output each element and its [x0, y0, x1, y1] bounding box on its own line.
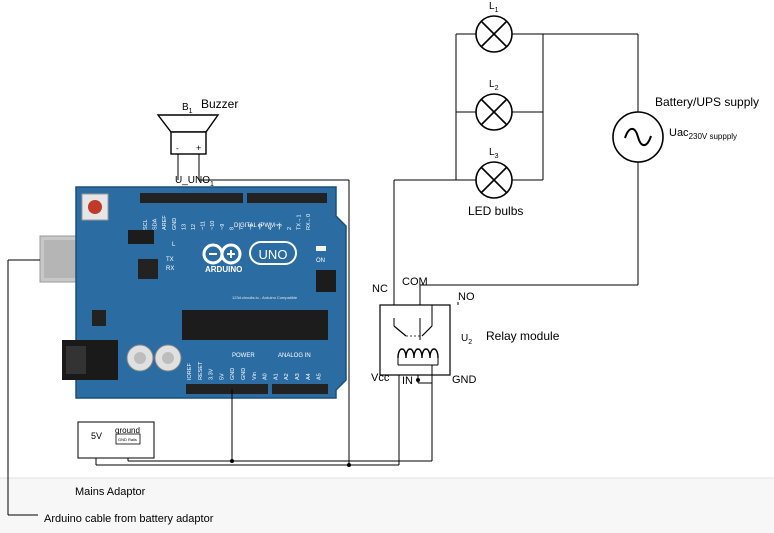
icsp-header-1 — [128, 230, 154, 244]
relay-nc: NC — [372, 283, 388, 295]
tx-led-label: TX — [166, 257, 174, 263]
top-pin-label-2: AREF — [162, 215, 168, 230]
arduino-ref: U_UNO1 — [175, 175, 214, 188]
power-wiring — [95, 365, 433, 466]
buzzer-symbol — [156, 114, 220, 180]
board-url: 123d.circuits.io - Arduino Compatible — [232, 295, 298, 300]
bottom-pin-label-1: RESET — [198, 361, 204, 380]
adaptor-caption: Mains Adaptor — [75, 486, 146, 498]
bottom-pin-label-0: IOREF — [187, 363, 193, 380]
bulb-l2-label: L2 — [489, 79, 499, 92]
signal-wiring — [199, 179, 350, 465]
bulb-l3 — [475, 161, 513, 199]
top-pin-label-14: ~3 — [277, 224, 283, 230]
uno-badge — [249, 241, 297, 265]
arduino-brand: ARDUINO — [205, 265, 242, 274]
buzzer-minus: - — [176, 144, 179, 153]
bottom-pin-label-2: 3.3V — [209, 368, 215, 380]
cable-caption: Arduino cable from battery adaptor — [44, 513, 214, 525]
top-pin-label-16: TX→1 — [297, 214, 303, 230]
l-led-label: L — [172, 242, 176, 248]
adaptor-5v: 5V — [91, 431, 102, 441]
bottom-pin-label-10: A3 — [295, 373, 301, 380]
bottom-pin-label-9: A2 — [284, 373, 290, 380]
bottom-pin-label-11: A4 — [306, 373, 312, 380]
bulb-l3-label: L3 — [489, 147, 499, 160]
top-pin-label-6: ~11 — [201, 221, 207, 230]
bottom-pin-label-3: 5V — [219, 373, 225, 380]
digital-header-label: DIGITAL (PWM~) — [234, 223, 281, 229]
atmega-chip — [182, 310, 328, 340]
power-header — [186, 384, 268, 394]
bottom-pin-label-4: GND — [230, 368, 236, 380]
supply-title: Battery/UPS supply — [655, 95, 759, 109]
relay-vcc: Vcc — [371, 372, 390, 384]
power-header-label: POWER — [232, 353, 255, 359]
top-pin-label-0: SCL — [143, 219, 149, 230]
arduino-model: UNO — [259, 247, 288, 262]
relay-gnd: GND — [452, 374, 477, 386]
cable-wiring — [7, 259, 40, 516]
adaptor-tiny-label: GND Rails — [118, 437, 137, 442]
bulb-l1 — [475, 15, 513, 53]
bottom-pin-label-5: GND — [241, 368, 247, 380]
bulb-l2 — [475, 93, 513, 131]
usb-chip — [138, 259, 158, 279]
top-pin-label-13: 4 — [268, 227, 274, 230]
adaptor-ground-terminal — [115, 433, 141, 445]
rx-led-label: RX — [166, 266, 174, 272]
digital-header-left — [140, 193, 243, 203]
top-pin-label-12: ~5 — [258, 224, 264, 230]
junction-gnd — [230, 459, 234, 463]
top-pin-label-9: 8 — [229, 227, 235, 230]
bottom-pin-label-8: A1 — [273, 373, 279, 380]
analog-header — [272, 384, 328, 394]
top-pin-label-1: SDA — [153, 218, 159, 230]
supply-uac: Uac230V suppply — [669, 127, 737, 141]
buzzer-plus: + — [196, 143, 201, 153]
buzzer-name: Buzzer — [201, 97, 238, 111]
top-pin-label-10: 7 — [239, 227, 245, 230]
bottom-pin-labels: IOREF RESET 3.3V 5V GND GND Vin A0 A1 A2 A3 A4 A5 — [187, 361, 323, 380]
arduino-logo — [202, 243, 242, 265]
bottom-pin-label-6: Vin — [252, 372, 258, 380]
led-bulbs-caption: LED bulbs — [468, 204, 523, 218]
relay-module — [379, 304, 451, 380]
relay-com: COM — [402, 276, 428, 288]
icsp-header-2 — [316, 270, 336, 292]
top-pin-label-3: GND — [172, 218, 178, 230]
bottom-strip — [0, 478, 774, 533]
analog-header-label: ANALOG IN — [278, 353, 311, 359]
on-label: ON — [316, 258, 325, 264]
relay-ref: U2 — [461, 333, 472, 346]
top-pin-label-17: RX←0 — [306, 214, 312, 230]
buzzer-ref: B1 — [182, 102, 193, 115]
arduino-board — [39, 186, 347, 399]
top-pin-label-4: 13 — [181, 224, 187, 230]
top-pin-label-8: ~9 — [220, 224, 226, 230]
adaptor-ground: ground — [115, 426, 140, 435]
relay-name: Relay module — [486, 329, 560, 343]
bottom-pin-label-7: A0 — [263, 373, 269, 380]
bulb-l1-label: L1 — [489, 1, 499, 14]
top-pin-label-5: 12 — [191, 224, 197, 230]
ac-supply-symbol — [612, 111, 664, 163]
relay-in: IN — [402, 375, 413, 387]
top-pin-label-15: 2 — [287, 227, 293, 230]
junction-relay-in — [416, 378, 420, 382]
top-pin-label-11: ~6 — [249, 224, 255, 230]
mains-wiring — [393, 33, 639, 318]
junction-5v — [347, 463, 351, 467]
top-pin-label-7: ~10 — [210, 221, 216, 230]
digital-header-right — [247, 193, 327, 203]
bottom-pin-label-12: A5 — [317, 373, 323, 380]
relay-no: NO — [458, 291, 475, 303]
